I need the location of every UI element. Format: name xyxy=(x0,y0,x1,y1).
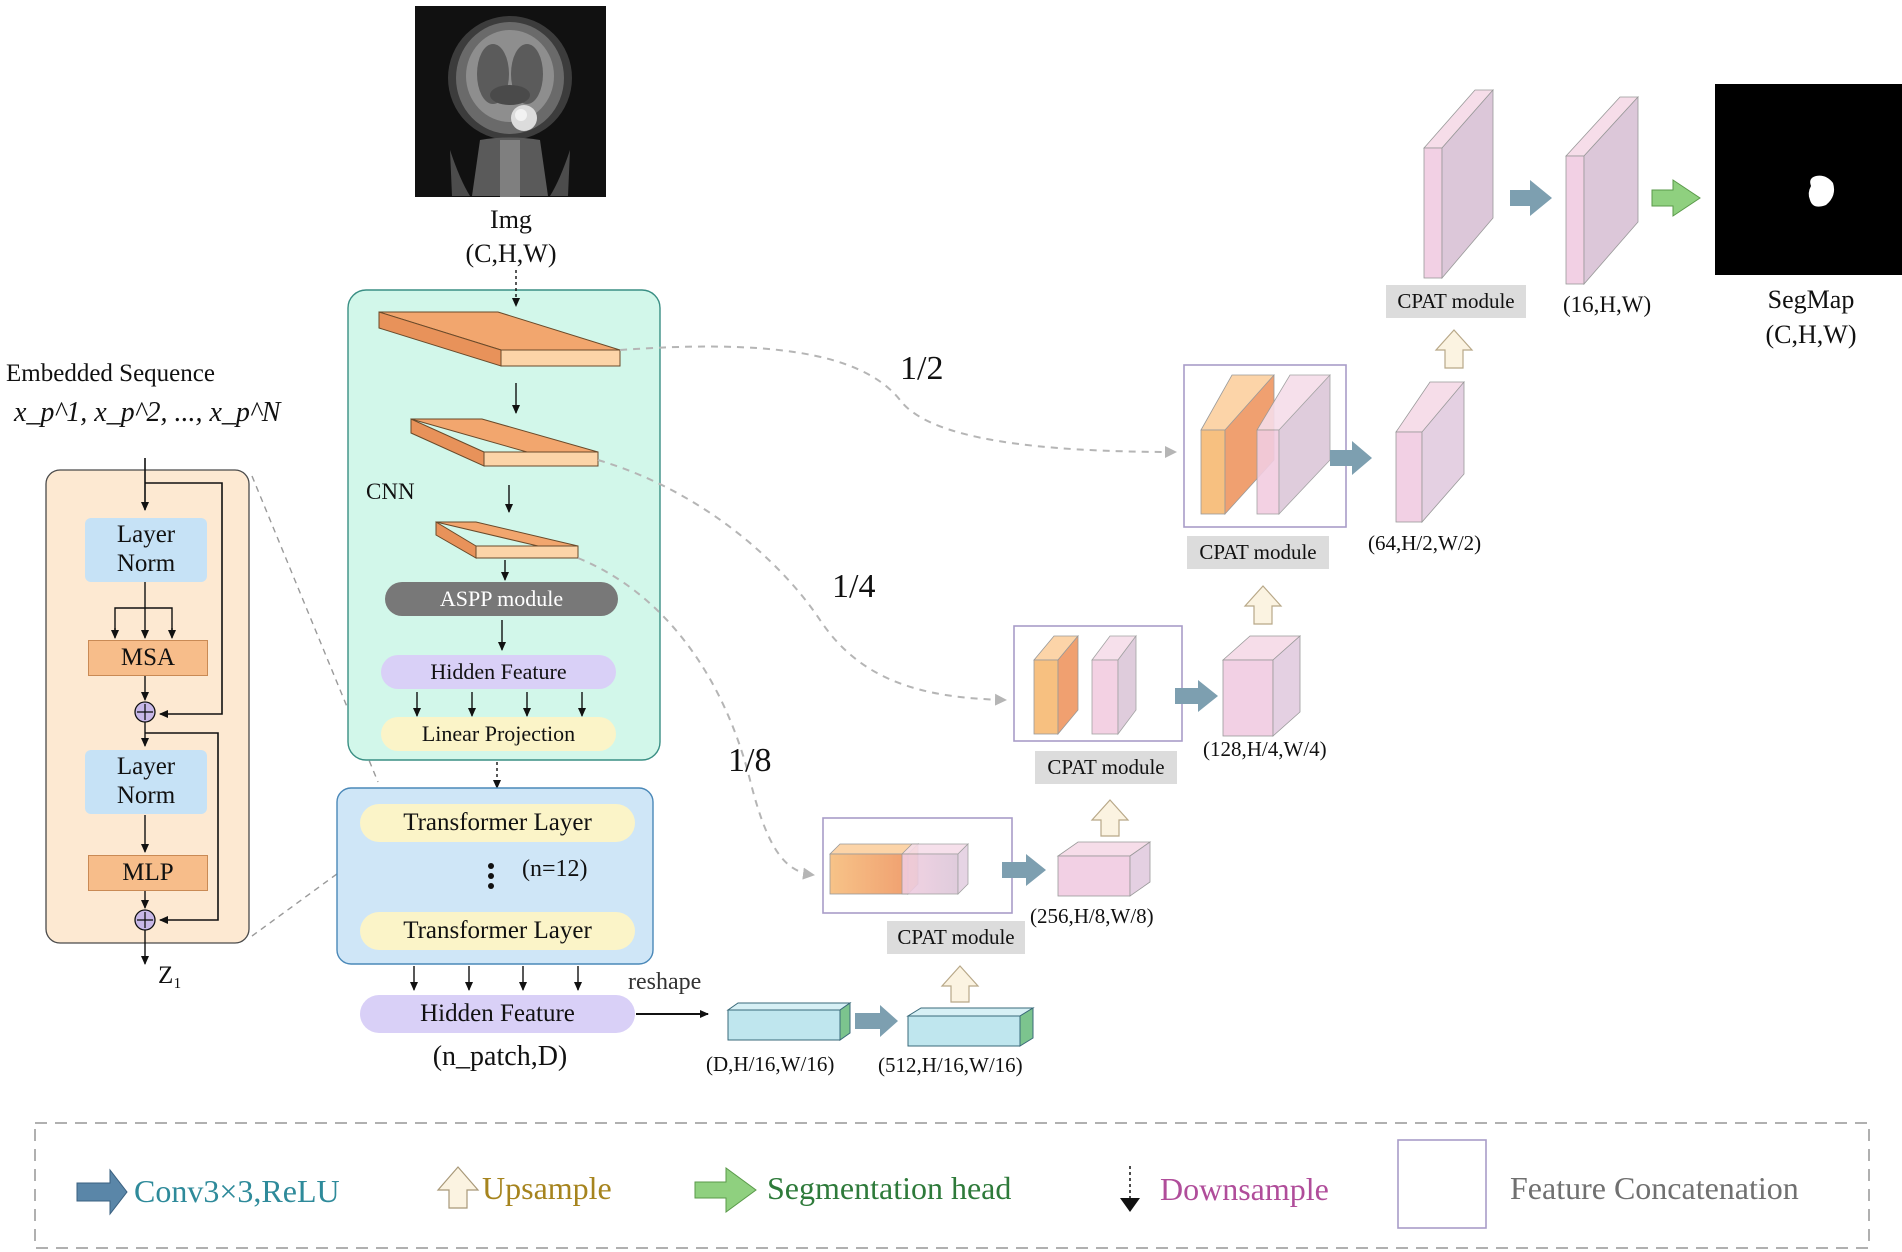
input-label: Img xyxy=(490,205,532,234)
block-d16 xyxy=(726,1002,852,1041)
cpat3-pink-block xyxy=(1256,373,1331,516)
cpat-module-3: CPAT module xyxy=(1187,536,1329,569)
seg-head-arrow xyxy=(1651,179,1701,217)
hidden-feature-shape: (n_patch,D) xyxy=(432,1041,568,1072)
cpat2-out-block xyxy=(1221,635,1302,737)
shape-256: (256,H/8,W/8) xyxy=(1030,904,1154,928)
legend-downsample-label: Downsample xyxy=(1160,1171,1329,1207)
segmap-output-image xyxy=(1715,84,1902,275)
msa-block: MSA xyxy=(88,640,208,676)
scale-quarter: 1/4 xyxy=(832,568,876,605)
cnn-label: CNN xyxy=(366,479,415,504)
seg-head-legend-icon xyxy=(694,1167,757,1213)
conv-arrows xyxy=(855,180,1552,1037)
cpat4-block xyxy=(1423,88,1494,280)
cpat-module-4: CPAT module xyxy=(1386,285,1526,318)
cpat2-pink-block xyxy=(1091,634,1137,736)
upsample-legend-icon xyxy=(436,1166,480,1209)
mlp-block: MLP xyxy=(88,855,208,891)
cnn-feature-slab-3 xyxy=(435,521,579,559)
cnn-feature-slab-2 xyxy=(410,418,599,467)
shape-128: (128,H/4,W/4) xyxy=(1203,737,1327,761)
scale-half: 1/2 xyxy=(900,350,944,387)
scale-eighth: 1/8 xyxy=(728,742,772,779)
cnn-hidden-feature: Hidden Feature xyxy=(381,655,616,689)
cpat1-pink-block xyxy=(901,843,969,895)
layer-norm-1: Layer Norm xyxy=(85,518,207,582)
transformer-repeat-count: (n=12) xyxy=(522,856,588,882)
cpat3-orange-block xyxy=(1200,373,1275,516)
reshape-label: reshape xyxy=(628,969,702,995)
shape-16: (16,H,W) xyxy=(1563,292,1652,317)
upsample-arrows xyxy=(940,329,1474,1003)
cpat-module-1: CPAT module xyxy=(887,921,1025,954)
cnn-feature-slab-1 xyxy=(378,311,621,367)
legend-seg-head-label: Segmentation head xyxy=(767,1170,1012,1206)
concat-legend-icon xyxy=(1397,1139,1487,1229)
shape-d16: (D,H/16,W/16) xyxy=(706,1052,835,1076)
conv-legend-icon xyxy=(76,1168,128,1216)
shape-64: (64,H/2,W/2) xyxy=(1368,531,1482,555)
transformer-layer-top: Transformer Layer xyxy=(360,804,635,842)
cnn-panel xyxy=(347,289,661,761)
transformer-layer-bottom: Transformer Layer xyxy=(360,912,635,950)
block-512 xyxy=(906,1007,1035,1047)
transformer-hidden-feature: Hidden Feature xyxy=(360,995,635,1033)
legend-conv-label: Conv3×3,ReLU xyxy=(134,1173,340,1209)
legend-upsample-label: Upsample xyxy=(482,1170,612,1206)
layer-norm-2: Layer Norm xyxy=(85,750,207,814)
input-shape: (C,H,W) xyxy=(465,239,557,268)
output-label: SegMap xyxy=(1767,285,1855,314)
linear-projection: Linear Projection xyxy=(381,717,616,751)
cpat1-out-block xyxy=(1056,841,1152,897)
mri-input-image xyxy=(415,6,606,197)
cpat2-orange-block xyxy=(1033,634,1079,736)
shape-512: (512,H/16,W/16) xyxy=(878,1053,1023,1077)
embedded-sequence-formula: x_p^1, x_p^2, ..., x_p^N xyxy=(14,397,281,428)
aspp-module: ASPP module xyxy=(385,582,618,616)
cpat3-out-block xyxy=(1395,380,1465,524)
legend-concat-label: Feature Concatenation xyxy=(1510,1170,1799,1206)
out16-block xyxy=(1565,95,1639,286)
encoder-output-z1: Z₁ xyxy=(158,962,182,989)
output-shape: (C,H,W) xyxy=(1765,320,1857,349)
cpat-module-2: CPAT module xyxy=(1035,751,1177,784)
embedded-sequence-title: Embedded Sequence xyxy=(6,360,215,387)
